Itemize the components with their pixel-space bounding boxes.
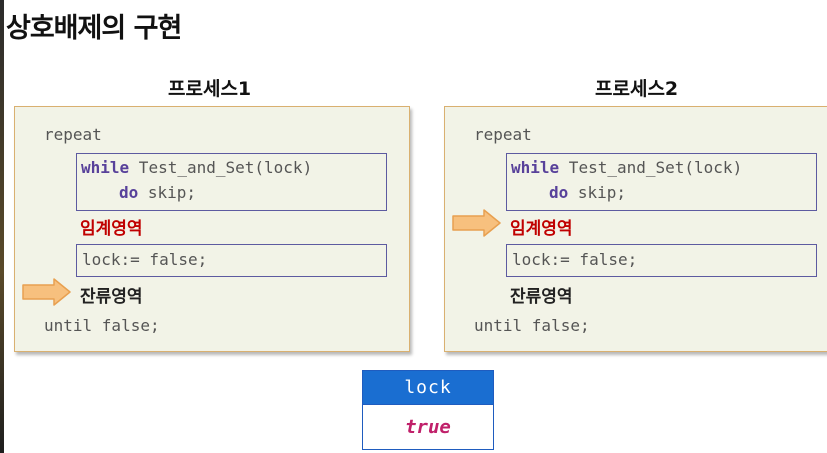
repeat-line: repeat xyxy=(44,125,102,144)
lock-release-line: lock:= false; xyxy=(82,250,208,269)
do-line: do skip; xyxy=(119,183,196,202)
while-line: while Test_and_Set(lock) xyxy=(81,158,312,177)
while-loop-box xyxy=(506,153,817,211)
do-line: do skip; xyxy=(549,183,626,202)
lock-release-box xyxy=(76,244,387,277)
lock-variable-table: lock true xyxy=(362,370,494,450)
until-line: until false; xyxy=(474,316,590,335)
slide-title: 상호배제의 구현 xyxy=(6,13,182,44)
right-arrow-icon xyxy=(22,278,71,306)
repeat-line: repeat xyxy=(474,125,532,144)
while-keyword: while xyxy=(81,158,130,177)
lock-release-box xyxy=(506,244,817,277)
lock-variable-value: true xyxy=(363,404,493,449)
while-expression: Test_and_Set(lock) xyxy=(559,158,743,177)
process2-code-box: repeat while Test_and_Set(lock) do skip;… xyxy=(444,106,827,352)
do-keyword: do xyxy=(119,183,139,202)
critical-section-label: 임계영역 xyxy=(510,219,573,239)
process1-code-box: repeat while Test_and_Set(lock) do skip;… xyxy=(14,106,410,352)
while-expression: Test_and_Set(lock) xyxy=(129,158,313,177)
do-keyword: do xyxy=(549,183,569,202)
while-loop-box xyxy=(76,153,387,211)
until-line: until false; xyxy=(44,316,160,335)
right-arrow-icon xyxy=(452,209,501,237)
process2-heading: 프로세스2 xyxy=(595,78,679,100)
left-edge-strip xyxy=(0,0,4,453)
process1-heading: 프로세스1 xyxy=(168,78,252,100)
lock-release-line: lock:= false; xyxy=(512,250,638,269)
do-expression: skip; xyxy=(138,183,197,202)
critical-section-label: 임계영역 xyxy=(80,219,143,239)
while-line: while Test_and_Set(lock) xyxy=(511,158,742,177)
while-keyword: while xyxy=(511,158,560,177)
remainder-section-label: 잔류영역 xyxy=(80,287,143,307)
do-expression: skip; xyxy=(568,183,627,202)
remainder-section-label: 잔류영역 xyxy=(510,287,573,307)
lock-variable-header: lock xyxy=(363,371,493,404)
